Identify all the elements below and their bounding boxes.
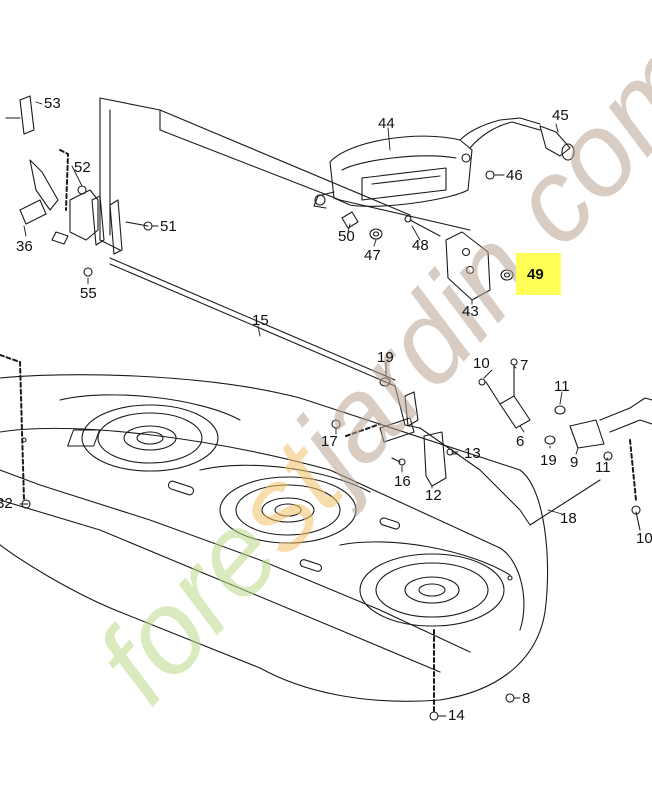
actuator-motor xyxy=(313,117,575,209)
callout-12: 12 xyxy=(425,487,442,504)
callout-32: 32 xyxy=(0,495,13,512)
callout-19-upper: 19 xyxy=(377,349,394,366)
callout-49-label: 49 xyxy=(527,266,544,283)
callout-11-lower: 11 xyxy=(595,459,611,476)
callout-50: 50 xyxy=(338,228,355,245)
callout-52: 52 xyxy=(74,159,91,176)
callout-17: 17 xyxy=(321,433,338,450)
callout-19-lower: 19 xyxy=(540,452,557,469)
right-linkage-group xyxy=(478,358,652,531)
callout-36: 36 xyxy=(16,238,33,255)
callout-9: 9 xyxy=(570,454,578,471)
hardware xyxy=(341,170,514,281)
callout-13: 13 xyxy=(464,445,481,462)
callout-46: 46 xyxy=(506,167,523,184)
mower-deck xyxy=(0,374,549,702)
left-bracket-assembly xyxy=(5,95,153,277)
lift-rod xyxy=(109,257,601,526)
callout-53: 53 xyxy=(44,95,61,112)
highlighted-callout-49: 49 xyxy=(516,253,561,295)
callout-10-upper: 10 xyxy=(473,355,490,372)
callout-43: 43 xyxy=(462,303,479,320)
watermark-segment: jardin.com xyxy=(259,15,652,518)
callout-6: 6 xyxy=(516,433,524,450)
callout-14: 14 xyxy=(448,707,465,724)
callout-45: 45 xyxy=(552,107,569,124)
lift-frame-outline xyxy=(99,97,471,251)
callout-48: 48 xyxy=(412,237,429,254)
leader-lines xyxy=(19,101,609,717)
callout-44: 44 xyxy=(378,115,395,132)
center-bracket-group xyxy=(331,377,459,487)
callout-18: 18 xyxy=(560,510,577,527)
callout-51: 51 xyxy=(160,218,177,235)
callout-16: 16 xyxy=(394,473,411,490)
callout-labels: 53 52 51 36 55 44 45 46 50 47 48 43 15 1… xyxy=(0,95,652,724)
callout-15: 15 xyxy=(252,312,269,329)
callout-10-lower: 10 xyxy=(636,530,652,547)
callout-8: 8 xyxy=(522,690,530,707)
motor-bracket xyxy=(404,215,491,301)
callout-47: 47 xyxy=(364,247,381,264)
callout-55: 55 xyxy=(80,285,97,302)
callout-11-upper: 11 xyxy=(554,378,570,395)
callout-7: 7 xyxy=(520,357,528,374)
